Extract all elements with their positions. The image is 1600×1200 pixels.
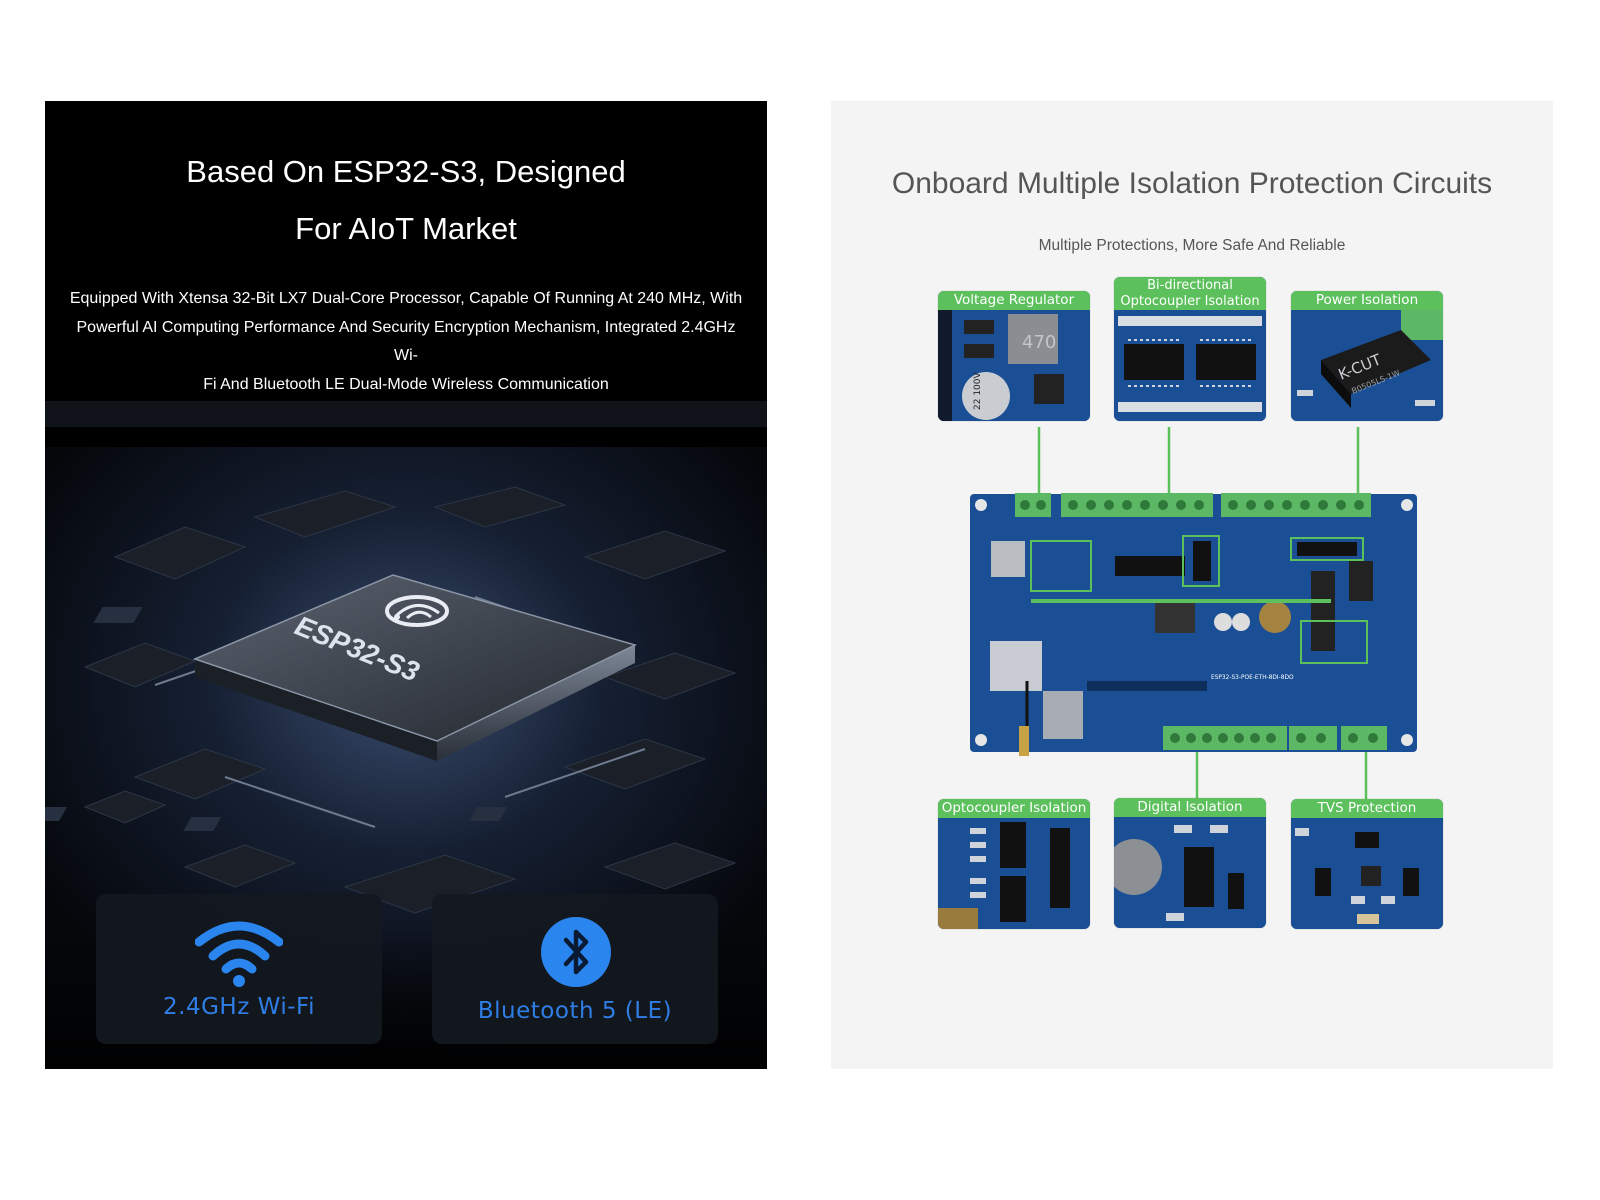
tvs-protection-image (1291, 818, 1443, 929)
right-title: Onboard Multiple Isolation Protection Ci… (891, 167, 1493, 200)
module-label-tvs-protection: TVS Protection (1291, 799, 1443, 818)
bidirectional-line2: Optocoupler Isolation (1120, 293, 1260, 309)
module-label-optocoupler-isolation: Optocoupler Isolation (938, 799, 1090, 818)
module-label-power-isolation: Power Isolation (1291, 291, 1443, 310)
wifi-icon (195, 921, 283, 987)
module-optocoupler-isolation: Optocoupler Isolation (938, 799, 1090, 929)
left-desc-line2: Powerful AI Computing Performance And Se… (76, 318, 736, 365)
left-desc-line1: Equipped With Xtensa 32-Bit LX7 Dual-Cor… (69, 290, 743, 307)
digital-isolation-image (1114, 817, 1266, 928)
wifi-label: 2.4GHz Wi-Fi (163, 994, 315, 1020)
module-power-isolation: Power Isolation K-CUT B0505LS-1W (1291, 291, 1443, 421)
module-tvs-protection: TVS Protection (1291, 799, 1443, 929)
optocoupler-isolation-image (938, 818, 1090, 929)
bluetooth-icon (541, 917, 611, 987)
right-isolation-panel: Onboard Multiple Isolation Protection Ci… (831, 101, 1553, 1069)
capacitor-marking: 22 100V (973, 372, 983, 410)
left-title: Based On ESP32-S3, Designed For AIoT Mar… (45, 143, 767, 257)
divider-band-dark (45, 427, 767, 447)
isolation-diagram: ESP32-S3-POE-ETH-8DI-8DO (970, 427, 1417, 806)
module-digital-isolation: Digital Isolation (1114, 798, 1266, 928)
module-bidirectional-optocoupler: Bi-directional Optocoupler Isolation (1114, 277, 1266, 421)
divider-band (45, 401, 767, 427)
left-desc-line3: Fi And Bluetooth LE Dual-Mode Wireless C… (203, 375, 609, 393)
module-label-bidirectional: Bi-directional Optocoupler Isolation (1114, 277, 1266, 310)
bidirectional-line1: Bi-directional (1147, 278, 1233, 293)
wifi-feature-card: 2.4GHz Wi-Fi (96, 894, 382, 1044)
main-board: ESP32-S3-POE-ETH-8DI-8DO (970, 493, 1417, 756)
power-isolation-image: K-CUT B0505LS-1W (1291, 310, 1443, 421)
bidirectional-optocoupler-image (1114, 310, 1266, 421)
left-title-line1: Based On ESP32-S3, Designed (186, 154, 626, 189)
left-title-line2: For AIoT Market (295, 211, 517, 246)
left-header: Based On ESP32-S3, Designed For AIoT Mar… (45, 101, 767, 401)
left-promo-panel: Based On ESP32-S3, Designed For AIoT Mar… (45, 101, 767, 1069)
voltage-regulator-image: 470 22 100V (938, 310, 1090, 421)
module-label-digital-isolation: Digital Isolation (1114, 798, 1266, 817)
inductor-marking: 470 (1022, 332, 1056, 353)
bluetooth-feature-card: Bluetooth 5 (LE) (432, 894, 718, 1044)
board-marking: ESP32-S3-POE-ETH-8DI-8DO (1211, 675, 1294, 681)
left-description: Equipped With Xtensa 32-Bit LX7 Dual-Cor… (63, 285, 749, 399)
right-subtitle: Multiple Protections, More Safe And Reli… (1038, 237, 1346, 254)
module-voltage-regulator: Voltage Regulator 470 22 100V (938, 291, 1090, 421)
espressif-logo-icon (385, 595, 449, 627)
bluetooth-label: Bluetooth 5 (LE) (477, 998, 673, 1024)
module-label-voltage-regulator: Voltage Regulator (938, 291, 1090, 310)
